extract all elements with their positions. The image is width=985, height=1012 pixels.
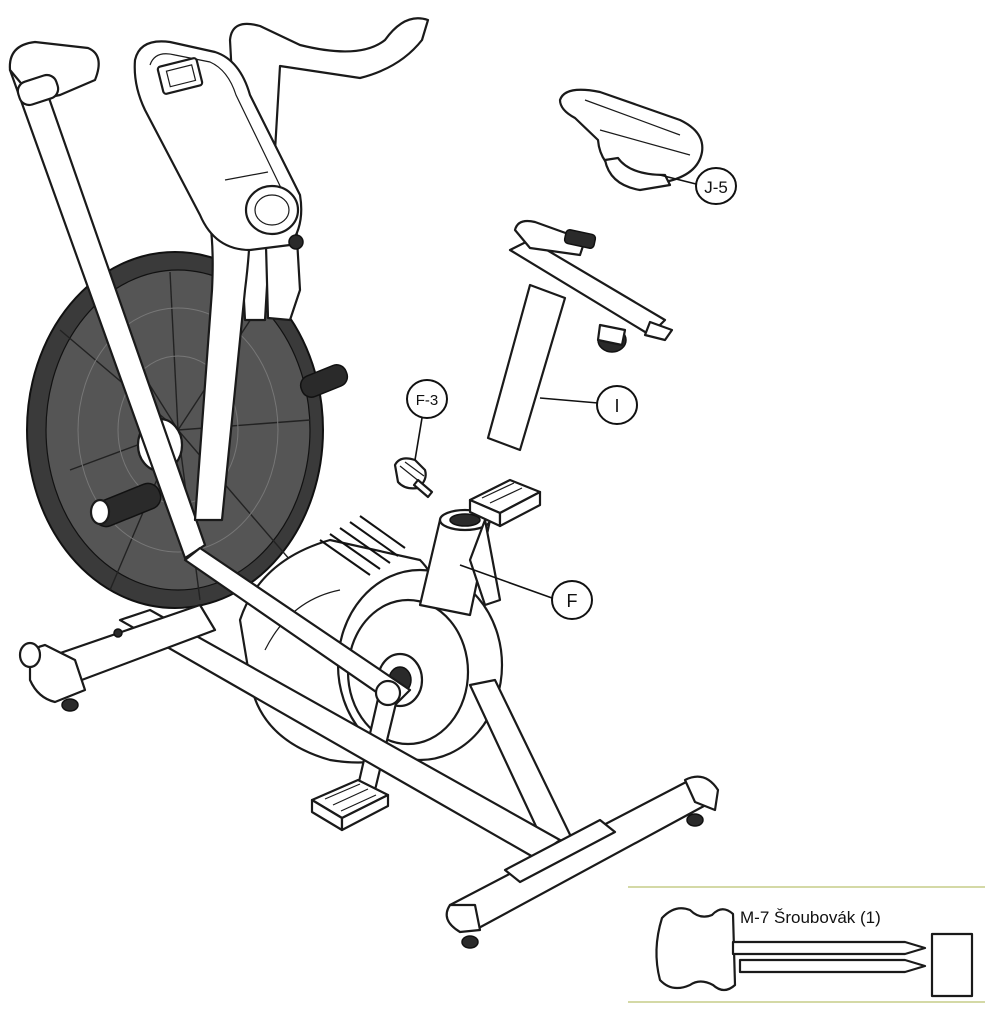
left-arm bbox=[8, 40, 207, 560]
callout-f3: F-3 bbox=[406, 379, 448, 461]
callout-i-label: I bbox=[614, 396, 619, 416]
seat-tube-f bbox=[418, 508, 502, 617]
callout-j5: J-5 bbox=[659, 167, 737, 205]
pedal-far bbox=[468, 478, 542, 528]
front-stabilizer bbox=[445, 775, 720, 949]
left-arm-handle bbox=[89, 364, 349, 528]
tool-box-label: M-7 Šroubovák (1) bbox=[740, 908, 881, 927]
seat-post-i bbox=[486, 219, 674, 452]
link-bar bbox=[183, 546, 412, 707]
callout-f: F bbox=[459, 564, 593, 620]
callout-f3-label: F-3 bbox=[416, 392, 439, 409]
pedal-near bbox=[310, 778, 390, 832]
callout-f-label: F bbox=[567, 591, 578, 611]
tool-box: M-7 Šroubovák (1) bbox=[628, 886, 985, 1003]
saddle-j5 bbox=[558, 88, 704, 192]
screwdriver-icon bbox=[655, 907, 974, 998]
rear-stabilizer bbox=[18, 603, 217, 712]
console bbox=[133, 40, 304, 252]
callout-i: I bbox=[539, 385, 638, 425]
callout-j5-label: J-5 bbox=[704, 178, 728, 197]
knob-f3 bbox=[393, 457, 434, 499]
